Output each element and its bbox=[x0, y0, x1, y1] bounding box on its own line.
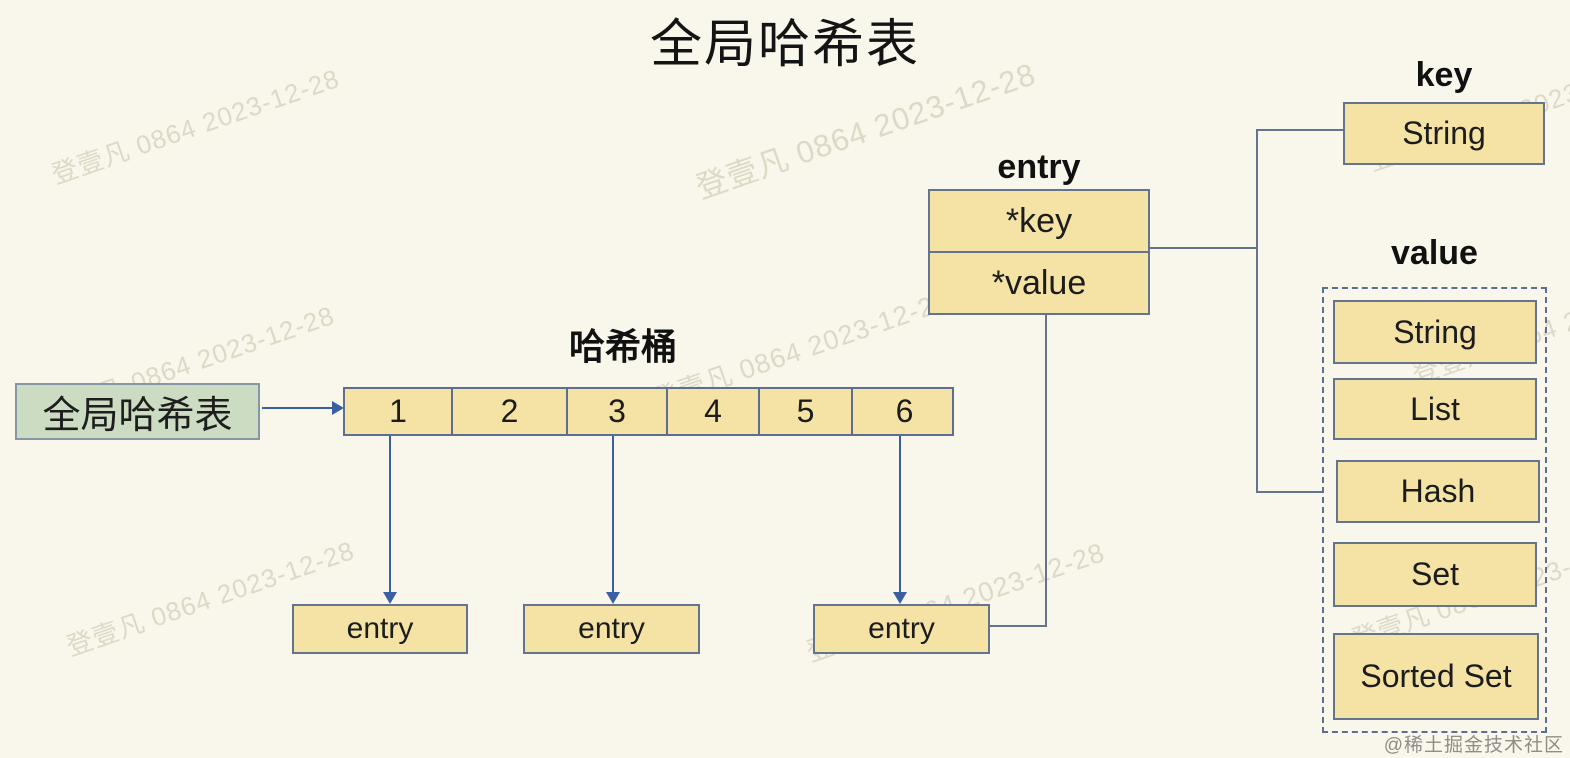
value-type-string: String bbox=[1333, 300, 1537, 364]
arrow-line-bucket1-to-entry bbox=[389, 436, 391, 593]
entry-field-value: *value bbox=[930, 251, 1148, 313]
global-hash-table-node: 全局哈希表 bbox=[15, 383, 260, 440]
credit-watermark: @稀土掘金技术社区 bbox=[1383, 735, 1564, 756]
connector-vertical-trunk bbox=[1256, 129, 1258, 493]
entry-node-2: entry bbox=[523, 604, 700, 654]
value-type-hash: Hash bbox=[1336, 460, 1540, 523]
bucket-cell-4: 4 bbox=[666, 389, 758, 434]
entry-node-3: entry bbox=[813, 604, 990, 654]
entry-node-1: entry bbox=[292, 604, 468, 654]
watermark-text: 登壹凡 0864 2023-12-28 bbox=[47, 63, 344, 190]
entry-struct-node: *key *value bbox=[928, 189, 1150, 315]
bucket-cell-1: 1 bbox=[389, 393, 407, 429]
entry-struct-label: entry bbox=[997, 148, 1081, 186]
connector-entry-right bbox=[1150, 247, 1258, 249]
connector-value-to-entry3 bbox=[990, 625, 1047, 627]
connector-to-key-box bbox=[1256, 129, 1344, 131]
arrow-head-down-icon bbox=[383, 592, 397, 604]
value-type-sorted-set: Sorted Set bbox=[1333, 633, 1539, 720]
arrow-head-right-icon bbox=[332, 401, 344, 415]
page-title: 全局哈希表 bbox=[649, 16, 920, 74]
hash-bucket-array: 1 2 3 4 5 6 bbox=[343, 387, 954, 436]
arrow-head-down-icon bbox=[893, 592, 907, 604]
key-section-label: key bbox=[1415, 56, 1473, 94]
value-type-list: List bbox=[1333, 378, 1537, 440]
key-type-string: String bbox=[1343, 102, 1545, 165]
bucket-cell-2: 2 bbox=[451, 389, 566, 434]
connector-to-value-group bbox=[1256, 491, 1322, 493]
arrow-line-bucket6-to-entry bbox=[899, 436, 901, 593]
arrow-line-global-to-buckets bbox=[262, 407, 334, 409]
bucket-cell-5: 5 bbox=[758, 389, 851, 434]
arrow-head-down-icon bbox=[606, 592, 620, 604]
bucket-cell-3: 3 bbox=[566, 389, 666, 434]
global-hash-table-label: 全局哈希表 bbox=[42, 395, 233, 437]
value-type-set: Set bbox=[1333, 542, 1537, 607]
value-types-group bbox=[1322, 287, 1547, 733]
bucket-section-label: 哈希桶 bbox=[568, 326, 677, 367]
bucket-cell-6: 6 bbox=[851, 389, 956, 434]
arrow-line-bucket3-to-entry bbox=[612, 436, 614, 593]
entry-field-key: *key bbox=[1005, 201, 1073, 240]
value-section-label: value bbox=[1391, 234, 1478, 272]
connector-value-down bbox=[1045, 315, 1047, 627]
